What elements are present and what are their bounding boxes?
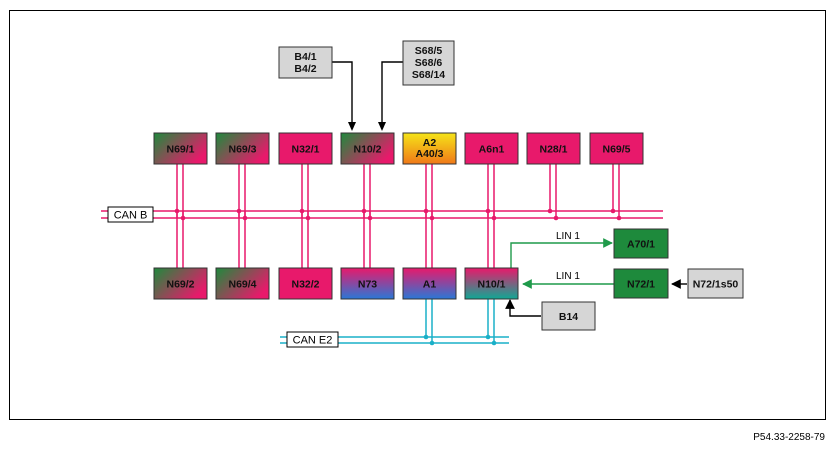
- can-b-label: CAN B: [107, 206, 154, 223]
- node-n10-2: N10/2: [340, 132, 395, 165]
- node-n69-2: N69/2: [153, 267, 208, 300]
- node-a6n1-box: [464, 132, 519, 165]
- node-n10-1: N10/1: [464, 267, 519, 300]
- node-b14-label: B14: [559, 311, 578, 323]
- input-b4-box: B4/1 B4/2: [278, 46, 333, 79]
- lin1-n72-line: LIN 1: [522, 271, 614, 289]
- node-n69-1-box: [153, 132, 208, 165]
- node-a2-box: [402, 132, 457, 165]
- node-n10-2-label: N10/2: [353, 144, 381, 156]
- node-n73-box: [340, 267, 395, 300]
- can-b-drops: [176, 164, 620, 268]
- node-n73: N73: [340, 267, 395, 300]
- input-s68-line2: S68/6: [415, 57, 443, 69]
- node-n32-2-box: [278, 267, 333, 300]
- bottom-node-row: N69/2 N69/4 N32/2 N73 A1 N10/1: [153, 267, 519, 300]
- node-n32-1: N32/1: [278, 132, 333, 165]
- can-e2-drops: [425, 298, 495, 343]
- node-n69-4-box: [215, 267, 270, 300]
- node-a2-label: A2: [423, 137, 437, 149]
- lin1-a70-line: LIN 1: [510, 231, 613, 270]
- node-n28-1: N28/1: [526, 132, 581, 165]
- node-a1-box: [402, 267, 457, 300]
- node-a70-1: A70/1: [613, 228, 669, 259]
- lin1-top-label: LIN 1: [556, 231, 580, 242]
- node-n10-1-box: [464, 267, 519, 300]
- node-n72-1-label: N72/1: [627, 279, 655, 291]
- b4-arrow: [332, 61, 356, 131]
- node-n69-2-box: [153, 267, 208, 300]
- input-s68-box: S68/5 S68/6 S68/14: [402, 40, 455, 86]
- input-b4-line1: B4/1: [294, 51, 316, 63]
- node-n73-label: N73: [358, 279, 377, 291]
- node-n10-1-label: N10/1: [477, 279, 505, 291]
- node-n28-1-box: [526, 132, 581, 165]
- node-n72-1: N72/1: [613, 268, 669, 299]
- node-a1: A1: [402, 267, 457, 300]
- can-e2-junctions: [423, 334, 497, 346]
- node-n32-1-label: N32/1: [291, 144, 319, 156]
- node-n32-2-label: N32/2: [291, 279, 319, 291]
- node-n72-1s50: N72/1s50: [687, 268, 744, 299]
- s68-arrow: [378, 61, 403, 131]
- node-a2-label-2: A40/3: [415, 148, 443, 160]
- node-n10-2-box: [340, 132, 395, 165]
- can-b-bus: [101, 210, 663, 219]
- node-n69-1: N69/1: [153, 132, 208, 165]
- node-n28-1-label: N28/1: [539, 144, 567, 156]
- node-n69-5-label: N69/5: [602, 144, 630, 156]
- node-n69-4: N69/4: [215, 267, 270, 300]
- node-a6n1: A6n1: [464, 132, 519, 165]
- node-n69-3: N69/3: [215, 132, 270, 165]
- node-n69-3-box: [215, 132, 270, 165]
- can-b-label-text: CAN B: [114, 210, 148, 222]
- can-e2-label: CAN E2: [286, 331, 339, 348]
- figure-reference: P54.33-2258-79: [753, 432, 825, 443]
- node-b14: B14: [541, 301, 596, 331]
- lin1-bottom-label: LIN 1: [556, 271, 580, 282]
- input-b4-line2: B4/2: [294, 63, 316, 75]
- b14-arrow: [505, 299, 541, 317]
- input-s68-line1: S68/5: [415, 45, 443, 57]
- node-n69-2-label: N69/2: [166, 279, 194, 291]
- node-a70-1-label: A70/1: [627, 239, 655, 251]
- node-n69-5: N69/5: [589, 132, 644, 165]
- node-n69-3-label: N69/3: [228, 144, 256, 156]
- node-a1-label: A1: [423, 279, 437, 291]
- can-b-junctions: [174, 208, 622, 221]
- can-e2-label-text: CAN E2: [293, 335, 333, 347]
- node-n69-4-label: N69/4: [228, 279, 256, 291]
- node-n32-1-box: [278, 132, 333, 165]
- node-n69-1-label: N69/1: [166, 144, 194, 156]
- node-a6n1-label: A6n1: [479, 144, 505, 156]
- input-s68-line3: S68/14: [412, 69, 445, 81]
- node-n32-2: N32/2: [278, 267, 333, 300]
- node-n69-5-box: [589, 132, 644, 165]
- node-n72-1s50-label: N72/1s50: [693, 279, 739, 291]
